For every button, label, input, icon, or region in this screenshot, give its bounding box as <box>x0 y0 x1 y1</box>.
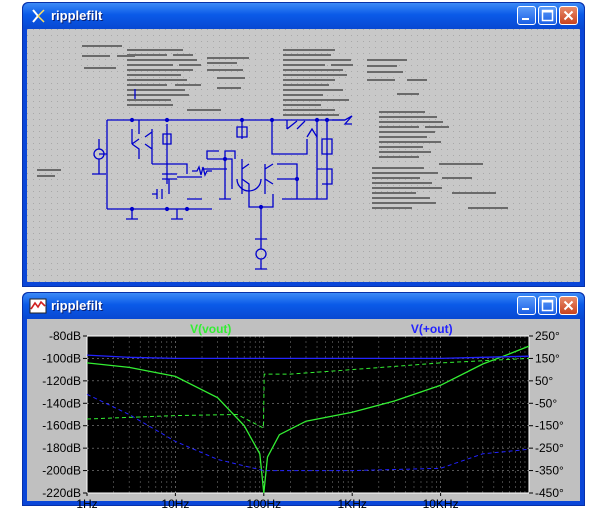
close-button[interactable] <box>559 6 578 25</box>
y-tick-label-right: -450° <box>535 486 564 500</box>
minimize-icon <box>522 18 529 20</box>
bode-plot: -80dB -100dB -120dB -140dB -160dB -180dB -200d… <box>42 322 564 511</box>
y-tick-label-left: -180dB <box>42 441 81 455</box>
y-tick-label-left: -140dB <box>42 396 81 410</box>
x-tick-label: 1Hz <box>76 497 97 511</box>
close-icon <box>563 10 574 21</box>
plot-pane[interactable]: -80dB -100dB -120dB -140dB -160dB -180dB -200d… <box>27 319 580 511</box>
circuit-schematic <box>27 29 580 282</box>
plot-area <box>87 336 529 493</box>
y-tick-label-left: -200dB <box>42 464 81 478</box>
x-tick-label: 100Hz <box>246 497 281 511</box>
y-tick-label-left: -160dB <box>42 419 81 433</box>
schematic-window-title: ripplefilt <box>51 8 103 23</box>
series-magnitude-line <box>86 354 530 360</box>
maximize-button[interactable] <box>538 6 557 25</box>
minimize-button[interactable] <box>517 6 536 25</box>
series-phase-line <box>86 357 530 429</box>
maximize-button[interactable] <box>538 296 557 315</box>
y-tick-label-right: -350° <box>535 464 564 478</box>
legend-entry: V(vout) <box>190 322 231 336</box>
schematic-titlebar[interactable]: ripplefilt <box>23 3 584 29</box>
spice-text-blocks <box>37 45 508 209</box>
circuit-wires <box>92 89 353 270</box>
y-tick-label-left: -80dB <box>49 329 81 343</box>
plot-frame <box>86 335 530 494</box>
close-icon <box>563 300 574 311</box>
close-button[interactable] <box>559 296 578 315</box>
plot-titlebar[interactable]: ripplefilt <box>23 293 584 319</box>
plot-window: ripplefilt -80dB -100dB -120dB -140dB -160dB… <box>22 292 585 511</box>
y-tick-label-right: 50° <box>535 374 553 388</box>
y-tick-label-right: 250° <box>535 329 560 343</box>
legend-entry: V(+out) <box>411 322 453 336</box>
x-tick-label: 10KHz <box>423 497 459 511</box>
y-tick-label-right: -150° <box>535 419 564 433</box>
y-tick-label-right: -250° <box>535 441 564 455</box>
series-magnitude-line <box>86 345 530 494</box>
waveform-icon <box>29 298 47 314</box>
maximize-icon <box>541 9 554 22</box>
maximize-icon <box>541 299 554 312</box>
circuit-junctions <box>129 117 330 212</box>
x-tick-label: 1KHz <box>338 497 367 511</box>
minimize-icon <box>522 308 529 310</box>
y-tick-label-right: 150° <box>535 351 560 365</box>
y-tick-label-left: -220dB <box>42 486 81 500</box>
y-tick-label-right: -50° <box>535 396 557 410</box>
plot-window-title: ripplefilt <box>51 298 103 313</box>
ltspice-schematic-icon <box>32 9 45 23</box>
x-tick-label: 10Hz <box>161 497 189 511</box>
schematic-window: ripplefilt <box>22 2 585 287</box>
y-tick-label-left: -120dB <box>42 374 81 388</box>
schematic-canvas[interactable] <box>27 29 580 282</box>
y-tick-label-left: -100dB <box>42 351 81 365</box>
series-phase-line <box>86 393 530 472</box>
minimize-button[interactable] <box>517 296 536 315</box>
